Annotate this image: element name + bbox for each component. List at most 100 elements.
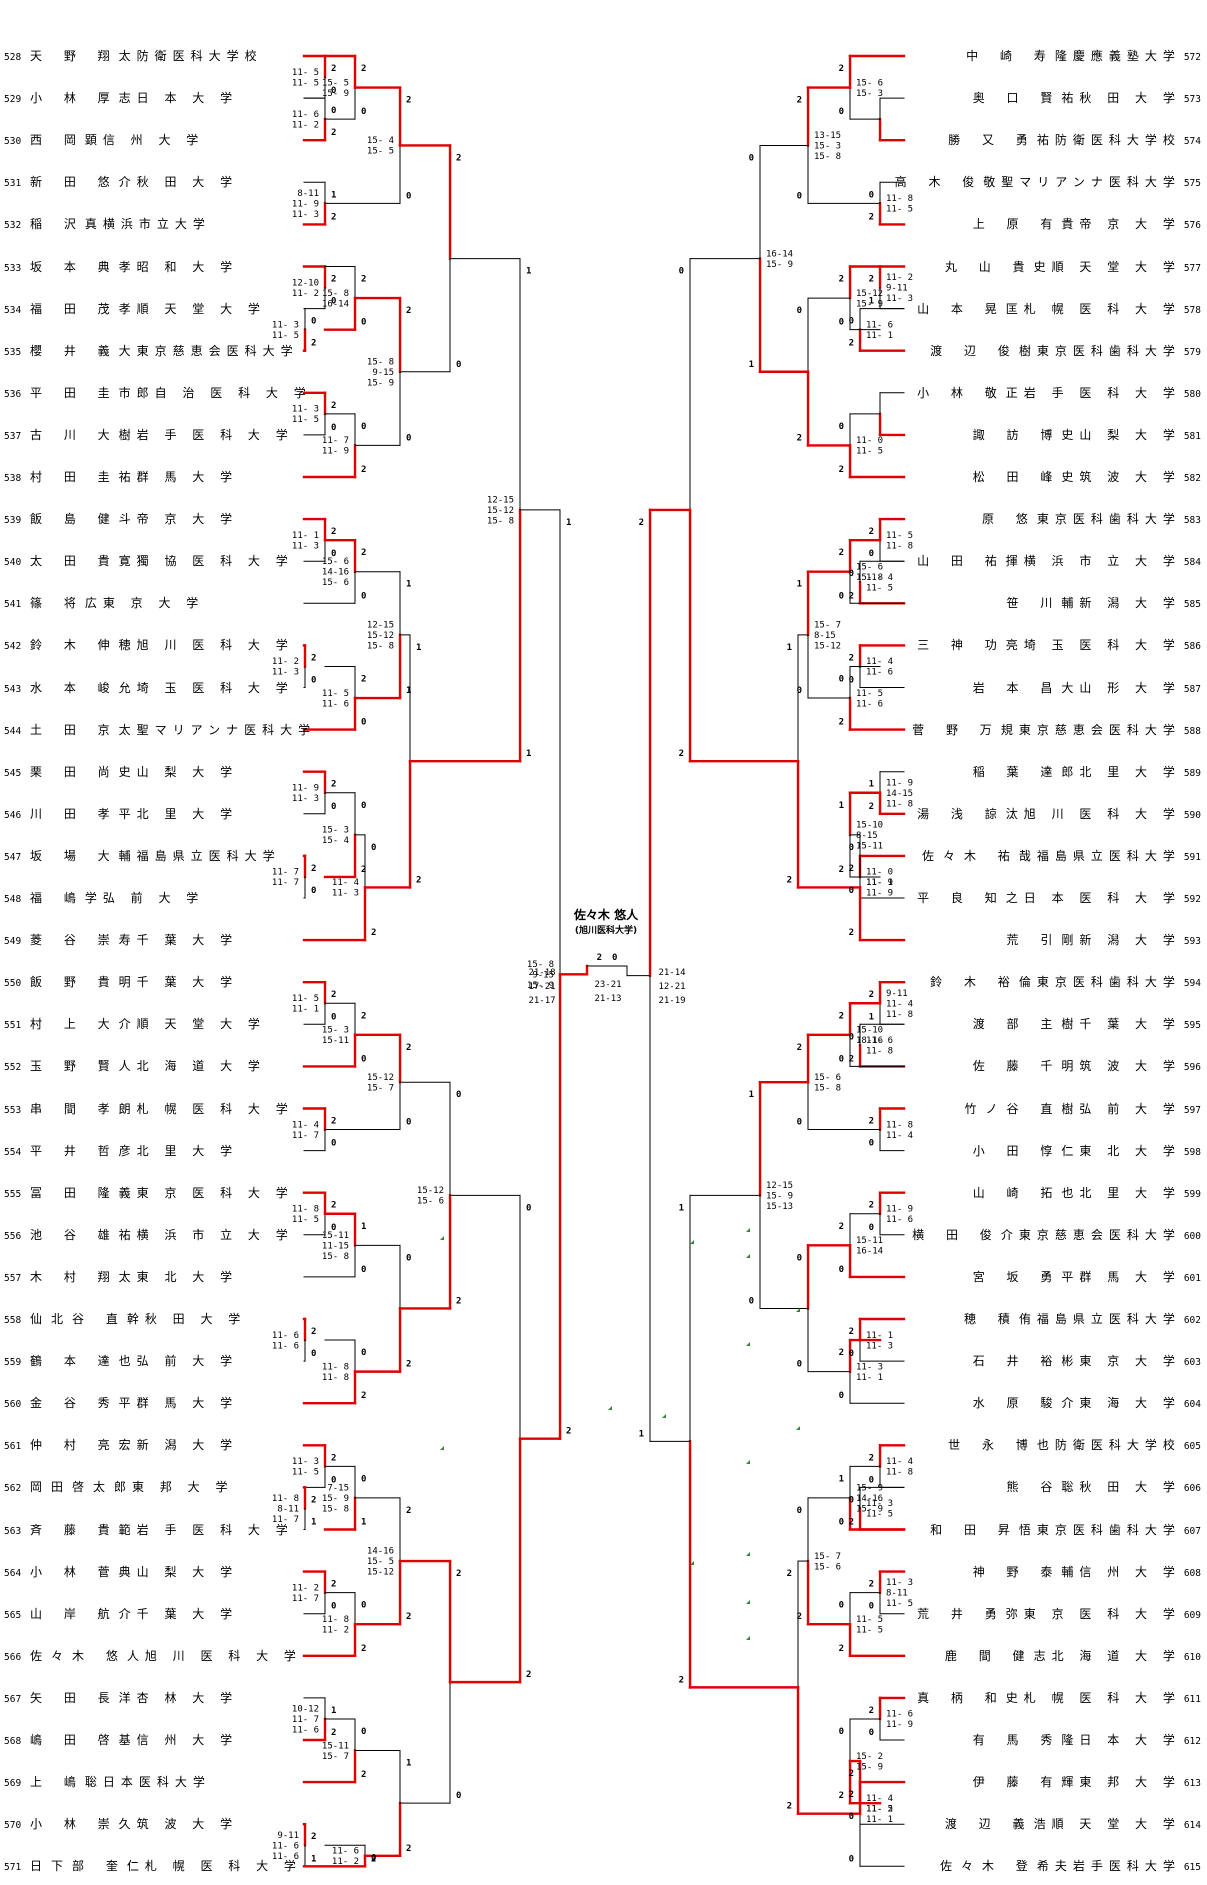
player-number: 563 [4,1525,22,1537]
player-university: 剛新 潟 大 学 [1061,933,1181,948]
set-score: 2 [406,1844,411,1854]
score-label: 11- 5 [292,1215,319,1225]
player-number: 556 [4,1230,22,1242]
set-score: 0 [311,317,316,327]
player-number: 610 [1183,1651,1201,1663]
score-label: 11- 3 [886,294,913,304]
set-score: 1 [406,686,411,696]
player-number: 528 [4,52,22,63]
score-label: 11- 6 [886,1215,913,1225]
player-number: 593 [1183,936,1201,948]
player-university: 介東 海 大 学 [1061,1396,1181,1411]
score-label: 11- 8 [866,1047,893,1057]
player-name: 和 田 昇 [930,1522,1019,1537]
score-label: 11- 3 [292,1457,319,1467]
score-label: 11- 7 [272,868,299,878]
player-number: 530 [4,136,22,148]
player-number: 572 [1183,52,1201,63]
player-name: 佐々木 悠 [30,1648,127,1663]
player-university: 宏新 潟 大 学 [118,1438,239,1453]
player-name: 太 田 貴 [30,554,119,569]
player-university: 樹弘 前 大 学 [1061,1101,1181,1116]
score-label: 15- 8 [487,516,514,526]
set-score: 0 [749,1296,754,1306]
player-name: 有 馬 秀 [972,1733,1062,1747]
set-score: 0 [849,1854,854,1864]
score-label: 8-15 [856,831,878,841]
score-label: 15-11 [322,1231,349,1241]
player-university: 平北 里 大 学 [118,806,239,821]
player-number: 590 [1183,809,1201,821]
score-label: 11- 4 [866,657,893,667]
set-score: 2 [839,64,844,74]
set-score: 0 [797,1253,802,1263]
set-score: 2 [849,864,854,874]
score-label: 11- 8 [886,1120,913,1130]
set-score: 2 [361,275,366,285]
player-university: 範岩 手 医 科 大 学 [118,1522,294,1537]
score-label: 11- 9 [292,199,319,209]
player-number: 582 [1183,473,1201,484]
score-label: 11- 7 [272,1515,299,1525]
player-university: 人北 海 道 大 学 [118,1059,266,1074]
player-number: 562 [4,1483,22,1495]
score-label: 11- 3 [272,320,299,330]
score-label: 11- 9 [322,447,349,457]
score-label: 15-13 [766,1202,793,1212]
set-score: 2 [331,527,336,537]
score-label: 11- 1 [866,1331,893,1341]
set-score: 2 [869,212,874,222]
set-score: 0 [849,1032,854,1042]
player-name: 渡 部 主 [972,1017,1062,1032]
score-label: 11- 9 [886,1205,913,1215]
player-name: 水 本 峻 [30,680,119,695]
set-score: 0 [869,1475,874,1485]
set-score: 2 [311,339,316,349]
score-label: 11- 3 [886,1578,913,1588]
score-label: 11- 9 [866,878,893,888]
player-name: 篠 将 [30,596,85,611]
set-score: 0 [456,1090,461,1100]
player-number: 589 [1183,767,1201,779]
score-label: 11- 7 [292,1594,319,1604]
score-label: 11- 4 [292,1120,319,1130]
player-university: 侑福島県立医科大学 [1018,1312,1181,1326]
player-university: 敬聖マリアンナ医科大学 [983,175,1181,190]
player-name: 山 本 晃 [917,301,1006,316]
score-label: 13-15 [814,131,841,141]
score-label: 11- 6 [332,1847,359,1857]
player-university: 人旭 川 医 科 大 学 [126,1648,302,1663]
score-label: 15- 5 [367,1557,394,1567]
player-university: 祐横 浜 市 立 大 学 [118,1227,294,1242]
score-label: 11- 9 [292,784,319,794]
player-university: 介千 葉 大 学 [118,1606,239,1621]
set-score: 2 [869,275,874,285]
player-name: 坂 場 大 [30,848,119,863]
set-score: 2 [331,780,336,790]
set-score: 2 [456,153,461,163]
player-number: 587 [1183,683,1201,695]
score-label: 11- 8 [322,1615,349,1625]
player-name: 飯 島 健 [30,512,119,527]
score-label: 11- 5 [292,68,319,78]
score-label: 15- 8 [814,152,841,162]
score-label: 15-11 [856,1236,883,1246]
set-score: 2 [361,1011,366,1021]
player-number: 588 [1183,725,1201,737]
score-label: 11- 3 [292,405,319,415]
set-score: 2 [331,1580,336,1590]
set-score: 0 [749,153,754,163]
set-score: 0 [361,318,366,328]
player-number: 540 [4,557,22,569]
set-score: 2 [869,1580,874,1590]
set-score: 2 [839,465,844,475]
